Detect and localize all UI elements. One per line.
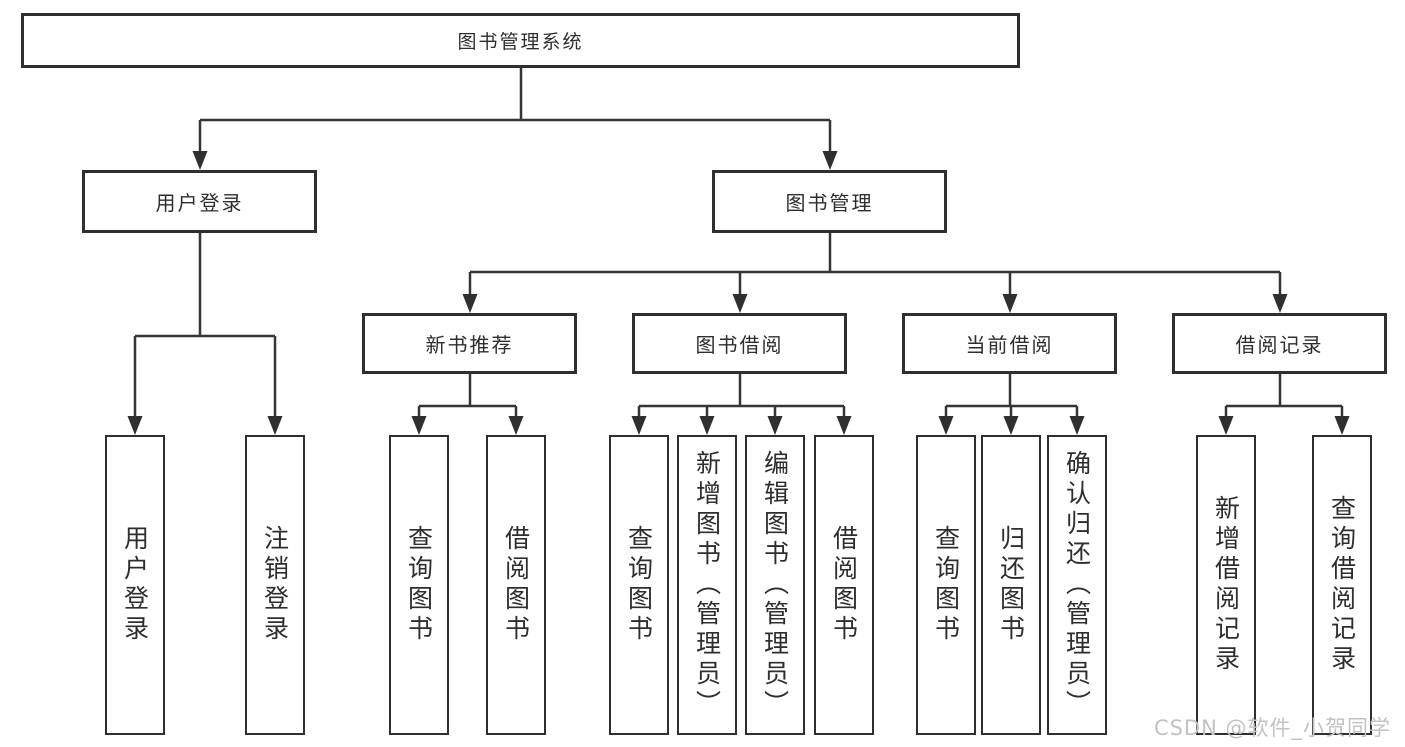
leaf-add-books-admin: 新增图书（管理员） [677,435,737,735]
leaf-borrow-books: 借阅图书 [814,435,874,735]
leaf-query-books: 查询图书 [389,435,449,735]
leaf-label: 借阅图书 [829,525,859,645]
leaf-label: 注销登录 [260,525,290,645]
leaf-label: 新增图书（管理员） [692,450,722,720]
node-user-login: 用户登录 [82,170,317,233]
node-label: 新书推荐 [425,333,514,357]
leaf-label: 借阅图书 [501,525,531,645]
leaf-borrow-books: 借阅图书 [486,435,546,735]
csdn-watermark: CSDN @软件_小贺同学 [1153,716,1391,740]
leaf-add-borrow-record: 新增借阅记录 [1196,435,1256,735]
leaf-query-books: 查询图书 [916,435,976,735]
leaf-label: 查询图书 [931,525,961,645]
leaf-user-login: 用户登录 [105,435,165,735]
node-library-system: 图书管理系统 [21,13,1020,68]
node-label: 图书借阅 [695,333,784,357]
node-book-borrowing: 图书借阅 [632,313,847,374]
leaf-return-books: 归还图书 [981,435,1041,735]
leaf-label: 归还图书 [996,525,1026,645]
leaf-label: 用户登录 [120,525,150,645]
node-label: 当前借阅 [965,333,1054,357]
node-new-book-recommendation: 新书推荐 [362,313,577,374]
leaf-label: 查询借阅记录 [1327,495,1357,675]
leaf-label: 编辑图书（管理员） [760,450,790,720]
leaf-label: 新增借阅记录 [1211,495,1241,675]
leaf-logout: 注销登录 [245,435,305,735]
node-label: 图书管理 [785,191,874,215]
leaf-edit-books-admin: 编辑图书（管理员） [745,435,805,735]
leaf-query-borrow-record: 查询借阅记录 [1312,435,1372,735]
leaf-label: 确认归还（管理员） [1062,450,1092,720]
node-label: 图书管理系统 [457,31,584,53]
leaf-confirm-return-admin: 确认归还（管理员） [1047,435,1107,735]
leaf-label: 查询图书 [624,525,654,645]
node-label: 借阅记录 [1235,333,1324,357]
node-current-borrowing: 当前借阅 [902,313,1117,374]
node-borrowing-records: 借阅记录 [1172,313,1387,374]
node-label: 用户登录 [155,191,244,215]
leaf-query-books: 查询图书 [609,435,669,735]
node-book-management: 图书管理 [712,170,947,233]
leaf-label: 查询图书 [404,525,434,645]
